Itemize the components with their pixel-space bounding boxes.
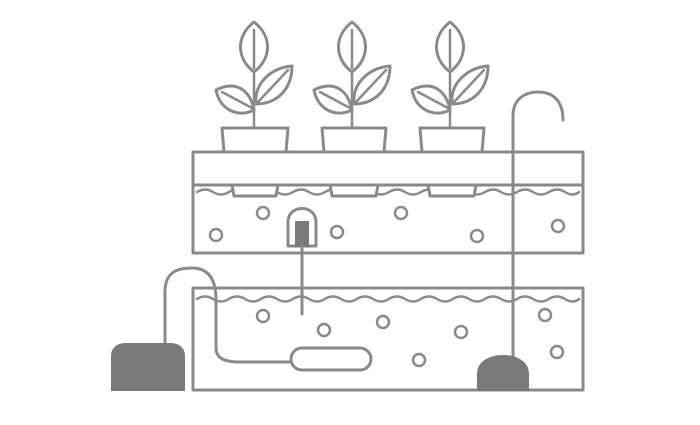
bubble [375,314,391,330]
plant-1 [214,20,294,154]
net-pot [230,183,280,198]
bubble [537,307,553,323]
bubble [208,227,224,243]
air-tube [163,266,294,364]
water-tank-icon [191,286,585,392]
air-pump-assembly [111,266,373,391]
bubble [469,228,485,244]
grow-tray-body [191,183,585,255]
bubble [549,344,565,360]
bubble [550,218,566,234]
grow-tray [191,150,585,255]
bubble [453,324,469,340]
flower-pot-icon [320,126,388,154]
bubble [255,205,271,221]
grow-tray-lid [191,150,585,187]
bubble [393,205,409,221]
bubble [255,308,271,324]
reservoir-body [191,286,585,392]
bubble [411,352,427,368]
air-stone-icon [289,346,373,372]
bubble [329,224,345,240]
flower-pot-icon [220,126,290,154]
reservoir-water-line [195,295,581,303]
water-pump-assembly [477,90,565,391]
wick-plug [295,221,309,247]
plant-2 [312,20,392,154]
net-pot [328,183,380,198]
air-pump-icon [111,343,185,391]
bubble [316,322,332,338]
water-pump-icon [477,354,529,391]
flower-pot-icon [418,126,486,154]
net-pot [426,183,478,198]
plant-3 [410,20,490,154]
wick-connector [286,207,318,316]
return-pipe [511,90,565,368]
